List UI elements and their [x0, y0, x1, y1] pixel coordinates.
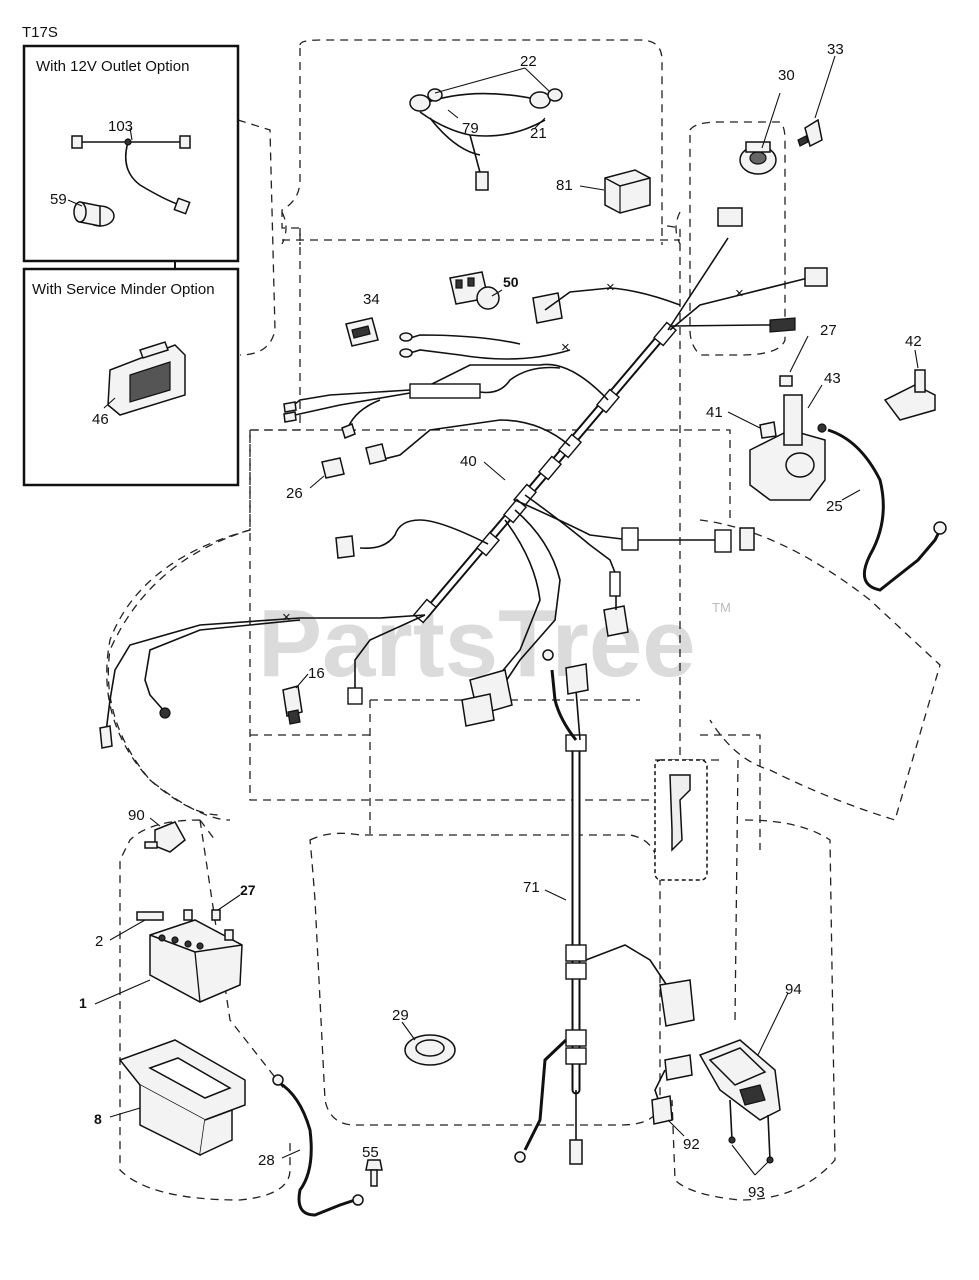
- hood-outline: [249, 39, 681, 801]
- callout-30: 30: [778, 67, 795, 84]
- svg-text:×: ×: [606, 279, 615, 296]
- main-wire-harness: × × × ×: [99, 207, 828, 749]
- shift-panel-icon: [654, 759, 708, 881]
- svg-text:×: ×: [282, 609, 291, 626]
- callout-1: 1: [79, 995, 87, 1011]
- callout-81: 81: [556, 177, 573, 194]
- callout-71: 71: [523, 879, 540, 896]
- negative-cable-terminal: [272, 1074, 284, 1086]
- relay-icon: [604, 169, 651, 214]
- ignition-key-icon: [797, 118, 823, 148]
- seat-switch-icon: [345, 317, 379, 347]
- callout-27-battery: 27: [240, 882, 256, 898]
- callout-59: 59: [50, 191, 67, 208]
- callout-46: 46: [92, 411, 109, 428]
- ignition-switch-icon: [739, 141, 777, 175]
- callout-94: 94: [785, 981, 802, 998]
- left-rear-fender-outline: [119, 819, 291, 1201]
- callout-90: 90: [128, 807, 145, 824]
- callout-92: 92: [683, 1136, 700, 1153]
- callout-8: 8: [94, 1111, 102, 1127]
- callout-50: 50: [503, 274, 519, 290]
- screws-icon: [728, 1099, 774, 1164]
- callout-41: 41: [706, 404, 723, 421]
- page-code: T17S: [22, 24, 58, 41]
- callout-43: 43: [824, 370, 841, 387]
- cable-ring-terminal: [933, 521, 947, 535]
- brake-switch-icon: [282, 685, 303, 725]
- fuse-holder-icon: [144, 821, 186, 853]
- battery-bolts-icon: [136, 909, 221, 921]
- right-rear-fender-outline: [671, 819, 836, 1201]
- pto-switch-icon: [449, 271, 500, 310]
- callout-25: 25: [826, 498, 843, 515]
- callout-2: 2: [95, 933, 103, 950]
- bolt-icon: [365, 1159, 383, 1187]
- service-minder-icon: [107, 341, 186, 416]
- callout-55: 55: [362, 1144, 379, 1161]
- watermark-tm: TM: [712, 600, 731, 615]
- control-module-icon: [698, 1039, 781, 1121]
- callout-21: 21: [530, 125, 547, 142]
- callout-33: 33: [827, 41, 844, 58]
- right-panel-outline: [689, 121, 786, 356]
- horn-icon: [404, 1034, 456, 1066]
- callout-103: 103: [108, 118, 133, 135]
- frame-outline: [250, 734, 761, 850]
- callout-79: 79: [462, 120, 479, 137]
- tractor-outlines: [106, 39, 941, 1201]
- callout-93: 93: [748, 1184, 765, 1201]
- callout-26: 26: [286, 485, 303, 502]
- callout-28: 28: [258, 1152, 275, 1169]
- power-outlet-icon: [73, 201, 115, 227]
- svg-text:×: ×: [735, 285, 744, 302]
- front-left-wheel-outline: [106, 529, 251, 816]
- callout-29: 29: [392, 1007, 409, 1024]
- connector-92-icon: [651, 1054, 693, 1125]
- svg-text:×: ×: [561, 339, 570, 356]
- battery-tray-icon: [118, 1039, 246, 1157]
- terminal-boot-icon: [883, 369, 936, 421]
- callout-27-top: 27: [820, 322, 837, 339]
- connector-26-icon: [321, 457, 345, 479]
- callout-40: 40: [460, 453, 477, 470]
- front-right-wheel-outline: [699, 519, 941, 821]
- left-fender-outline: [237, 119, 276, 356]
- callout-34: 34: [363, 291, 380, 308]
- battery-icon: [149, 919, 243, 1003]
- seat-deck-outline: [309, 832, 661, 1126]
- option-box-service-minder-title: With Service Minder Option: [32, 281, 215, 298]
- option-box-12v-title: With 12V Outlet Option: [36, 58, 189, 75]
- starter-solenoid-icon: [749, 375, 826, 501]
- callout-42: 42: [905, 333, 922, 350]
- outlet-harness-connector: [71, 135, 83, 149]
- dash-outline: [107, 429, 731, 821]
- rear-wire-harness: [514, 649, 695, 1165]
- callout-16: 16: [308, 665, 325, 682]
- option-box-12v: With 12V Outlet Option 103 59: [22, 44, 240, 263]
- option-box-service-minder: With Service Minder Option 46: [22, 267, 240, 487]
- callout-22: 22: [520, 53, 537, 70]
